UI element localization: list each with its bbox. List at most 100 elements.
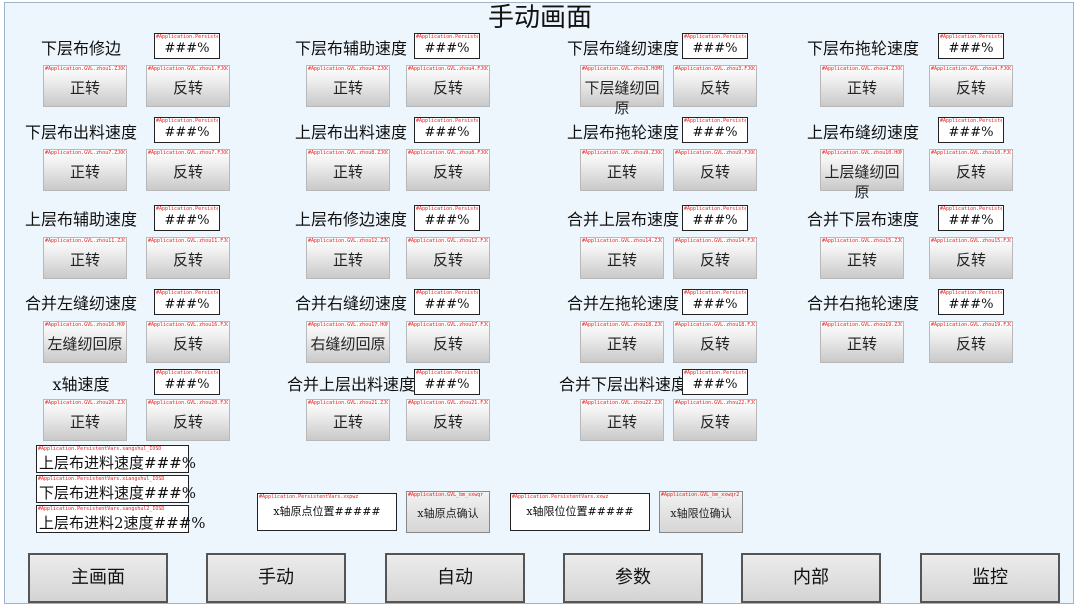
tag-label: #Application.Persistent (416, 290, 478, 296)
speed-value-field[interactable]: #Application.Persistent###% (938, 205, 1004, 231)
tag-label: #Application.Persistent (940, 34, 1002, 40)
tag-label: #Application.GVL.zhou15.ZJOG (822, 238, 902, 244)
button-label: 反转 (432, 251, 463, 269)
hmi-screen: 手动画面 下层布修边#Application.Persistent###%#Ap… (4, 2, 1074, 604)
axis-label: 合并下层布速度 (806, 210, 920, 229)
speed-value-field[interactable]: #Application.Persistent###% (414, 289, 480, 315)
speed-value-field[interactable]: #Application.Persistent###% (154, 205, 220, 231)
speed-value-field[interactable]: #Application.Persistent###% (682, 117, 748, 143)
speed-value-field[interactable]: #Application.Persistent###% (682, 289, 748, 315)
tag-label: #Application.GVL.zhou18.ZJOG (582, 322, 662, 328)
forward-jog-button[interactable]: #Application.GVL.zhou18.ZJOG 正转 (580, 321, 664, 363)
nav-params-button[interactable]: 参数 (563, 553, 703, 603)
button-label: 反转 (172, 79, 203, 97)
x-limit-position-field[interactable]: #Application.PersistentVars.xxwz x轴限位位置#… (510, 493, 650, 531)
button-label: 正转 (69, 251, 100, 269)
button-label: 正转 (846, 251, 877, 269)
tag-label: #Application.GVL.zhou17.HOME (308, 322, 388, 328)
tag-label: #Application.GVL.zhou21.FJOG (408, 400, 488, 406)
nav-auto-button[interactable]: 自动 (385, 553, 525, 603)
speed-value-field[interactable]: #Application.Persistent###% (938, 33, 1004, 59)
speed-value: ###% (164, 377, 210, 392)
speed-value: ###% (424, 41, 470, 56)
axis-label: 下层布修边 (40, 39, 122, 58)
tag-label: #Application.GVL.zhou8.FJOG (408, 150, 488, 156)
button-label: 反转 (699, 163, 730, 181)
nav-internal-button[interactable]: 内部 (741, 553, 881, 603)
tag-label: #Application.GVL.zhou14.ZJOG (582, 238, 662, 244)
feed-speed-upper[interactable]: #Application.PersistentVars.sangshul_IOS… (36, 445, 196, 473)
feed-speed-lower[interactable]: #Application.PersistentVars.xiangshul_IO… (36, 475, 196, 503)
speed-value-field[interactable]: #Application.Persistent###% (682, 369, 748, 395)
nav-main-button[interactable]: 主画面 (28, 553, 168, 603)
speed-value-field[interactable]: #Application.Persistent###% (414, 117, 480, 143)
speed-value-field[interactable]: #Application.Persistent###% (154, 289, 220, 315)
x-limit-confirm-button[interactable]: #Application.GVL_bm_xxwqr2 x轴限位确认 (659, 491, 743, 533)
speed-value-field[interactable]: #Application.Persistent###% (154, 33, 220, 59)
speed-value-field[interactable]: #Application.Persistent###% (414, 33, 480, 59)
button-label: 反转 (955, 163, 986, 181)
feed-speed-upper-2[interactable]: #Application.PersistentVars.sangshul2_IO… (36, 505, 206, 533)
speed-value-field[interactable]: #Application.Persistent###% (154, 117, 220, 143)
speed-value-field[interactable]: #Application.Persistent###% (938, 289, 1004, 315)
speed-value-field[interactable]: #Application.Persistent###% (682, 33, 748, 59)
tag-label: #Application.Persistent (156, 290, 218, 296)
tag-label: #Application.GVL.zhou11.ZJOG (45, 238, 125, 244)
speed-value-field[interactable]: #Application.Persistent###% (682, 205, 748, 231)
nav-monitor-button[interactable]: 监控 (920, 553, 1060, 603)
forward-jog-button[interactable]: #Application.GVL.zhou11.ZJOG 正转 (43, 237, 127, 279)
button-label: 反转 (432, 79, 463, 97)
x-origin-position-field[interactable]: #Application.PersistentVars.xxpwz x轴原点位置… (257, 493, 397, 531)
forward-jog-button[interactable]: #Application.GVL.zhou15.ZJOG 正转 (820, 237, 904, 279)
speed-value-field[interactable]: #Application.Persistent###% (414, 369, 480, 395)
speed-value-field[interactable]: #Application.Persistent###% (154, 369, 220, 395)
nav-manual-button[interactable]: 手动 (206, 553, 346, 603)
speed-value: ###% (424, 125, 470, 140)
axis-label: 下层布拖轮速度 (806, 39, 920, 58)
axis-label: 下层布辅助速度 (294, 39, 408, 58)
x-origin-confirm-button[interactable]: #Application.GVL_bm_xxwqr x轴原点确认 (406, 491, 490, 533)
tag-label: #Application.GVL.zhou22.FJOG (675, 400, 755, 406)
tag-label: #Application.GVL.zhou4.ZJOG (308, 66, 388, 72)
button-label: 正转 (606, 335, 637, 353)
tag-label: #Application.Persistent (416, 370, 478, 376)
speed-value-field[interactable]: #Application.Persistent###% (414, 205, 480, 231)
speed-value: ###% (692, 213, 738, 228)
speed-value-field[interactable]: #Application.Persistent###% (938, 117, 1004, 143)
